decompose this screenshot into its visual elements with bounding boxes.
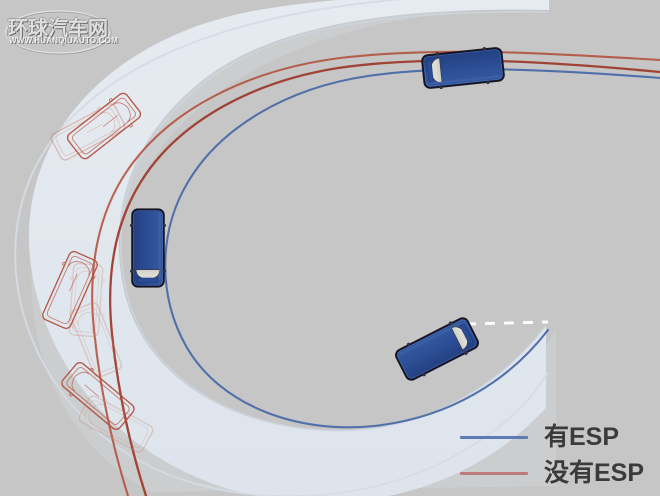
road-band bbox=[28, 0, 549, 496]
legend-item-with-esp: 有ESP bbox=[460, 422, 619, 452]
legend-item-without-esp: 没有ESP bbox=[460, 458, 644, 488]
esp-car-apex bbox=[128, 208, 168, 288]
lane-center-dashed-line bbox=[465, 320, 549, 326]
legend-swatch-without-esp bbox=[460, 471, 528, 475]
legend-label-with-esp: 有ESP bbox=[544, 422, 620, 451]
legend-swatch-with-esp bbox=[460, 435, 528, 439]
road-outer-edge bbox=[14, 0, 549, 496]
road-inner-edge bbox=[120, 11, 550, 432]
legend: 有ESP 没有ESP bbox=[460, 414, 660, 492]
legend-label-without-esp: 没有ESP bbox=[544, 458, 645, 487]
road-surface-group bbox=[14, 0, 556, 496]
